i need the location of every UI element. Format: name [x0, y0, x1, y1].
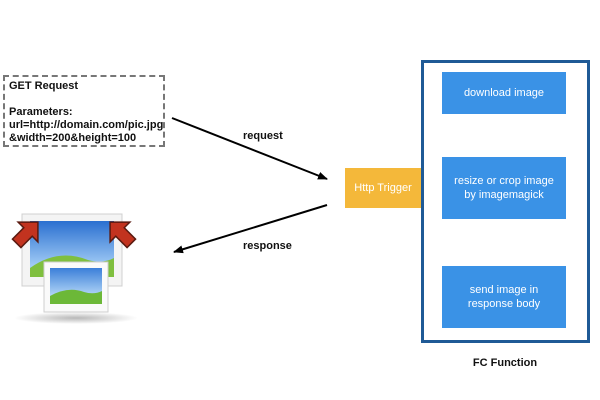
response-arrow: [173, 204, 328, 254]
parameters-label: Parameters:: [9, 106, 73, 118]
step-download-image: download image: [442, 72, 566, 114]
parameter-size: &width=200&height=100: [9, 132, 137, 144]
fc-function-title: FC Function: [472, 357, 538, 369]
request-arrow: [171, 117, 328, 180]
step-resize-image: resize or crop image by imagemagick: [442, 157, 566, 219]
get-request-box: GET Request Parameters: url=http://domai…: [3, 75, 165, 147]
request-title: GET Request: [9, 80, 79, 92]
step-send-response: send image in response body: [442, 266, 566, 328]
http-trigger: Http Trigger: [345, 168, 421, 208]
parameter-url: url=http://domain.com/pic.jpg: [9, 119, 164, 131]
image-resize-icon: [11, 213, 138, 324]
response-label: response: [243, 240, 292, 252]
request-label: request: [243, 130, 283, 142]
